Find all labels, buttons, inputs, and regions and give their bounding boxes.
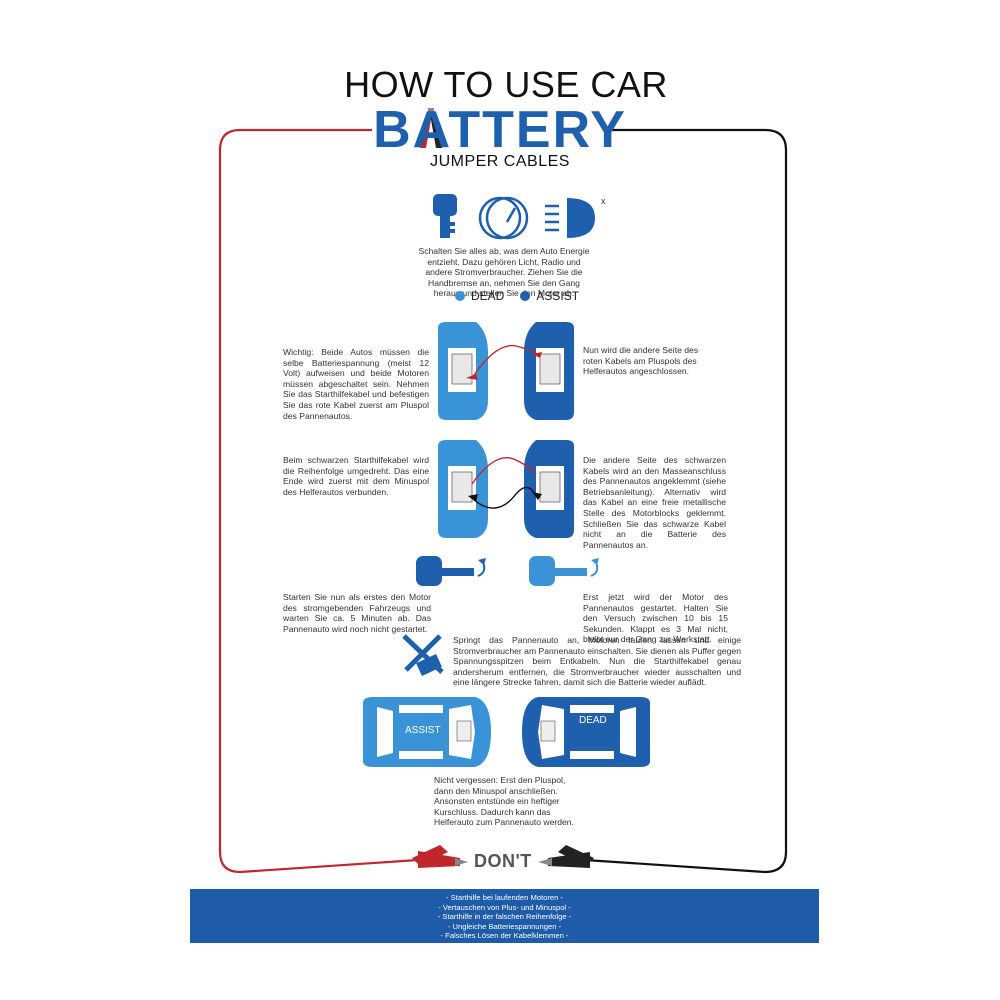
dead-car-front (438, 440, 488, 538)
step1-right-text: Nun wird die andere Seite des roten Kabe… (583, 345, 699, 377)
step5-text: Nicht vergessen: Erst den Pluspol, dann … (434, 775, 574, 828)
step3-left-text: Starten Sie nun als erstes den Motor des… (283, 592, 431, 634)
step2-cars-illustration (438, 440, 574, 538)
dont-item: - Ungleiche Batteriespannungen - (447, 921, 562, 931)
assist-car-label: ASSIST (405, 725, 441, 736)
assist-car-front (524, 322, 574, 420)
dead-car-top-icon (522, 697, 650, 767)
dont-banner (190, 889, 819, 943)
dead-car-top: DEAD (521, 697, 656, 767)
disconnect-tools-icon (402, 634, 444, 676)
dont-item: - Vertauschen von Plus- und Minuspol - (438, 902, 571, 912)
black-cable (584, 128, 788, 874)
assist-car-front (524, 440, 574, 538)
dead-car-label: DEAD (579, 715, 607, 726)
dead-swatch (455, 291, 465, 301)
step3-right-text: Erst jetzt wird der Motor des Pannenauto… (583, 592, 728, 645)
legend-assist: ASSIST (536, 289, 580, 303)
assist-car-top-icon (363, 697, 491, 767)
top-icons: x (433, 194, 606, 240)
dont-title: DON'T (474, 851, 532, 871)
assist-key-turn-icon (416, 556, 486, 586)
svg-text:x: x (601, 196, 606, 206)
key-icon (433, 194, 457, 238)
step2-left-text: Beim schwarzen Starthilfekabel wird die … (283, 455, 429, 497)
clamp-a-icon (420, 108, 442, 148)
assist-swatch (520, 291, 531, 301)
dead-key-turn-icon (529, 556, 599, 586)
title-line-3: JUMPER CABLES (430, 153, 570, 170)
black-clamp-icon (538, 845, 594, 868)
step2-right-text: Die andere Seite des schwarzen Kabels wi… (583, 455, 726, 550)
step1-left-text: Wichtig: Beide Autos müssen die selbe Ba… (283, 347, 429, 421)
legend-dead: DEAD (471, 289, 505, 303)
headlight-icon: x (545, 196, 606, 238)
legend: DEAD ASSIST (455, 289, 579, 303)
assist-car-top: ASSIST (357, 697, 492, 767)
step4-text: Springt das Pannenauto an, Motoren laufe… (453, 635, 741, 688)
intro-text: Schalten Sie alles ab, was dem Auto Ener… (418, 246, 590, 299)
dont-item: - Falsches Lösen der Kabelklemmen - (440, 931, 569, 940)
dont-item: - Starthilfe in der falschen Reihenfolge… (437, 912, 572, 921)
dead-car-front (438, 322, 488, 420)
speedometer-icon (478, 196, 529, 240)
red-cable (218, 128, 419, 874)
step1-cars-illustration (438, 322, 574, 420)
title-line-2: BATTERY (373, 101, 627, 159)
dont-list: - Starthilfe bei laufenden Motoren - - V… (190, 893, 819, 941)
red-clamp-icon (412, 845, 468, 868)
title-line-1: HOW TO USE CAR (344, 64, 668, 105)
dont-item: - Starthilfe bei laufenden Motoren - (446, 893, 563, 902)
